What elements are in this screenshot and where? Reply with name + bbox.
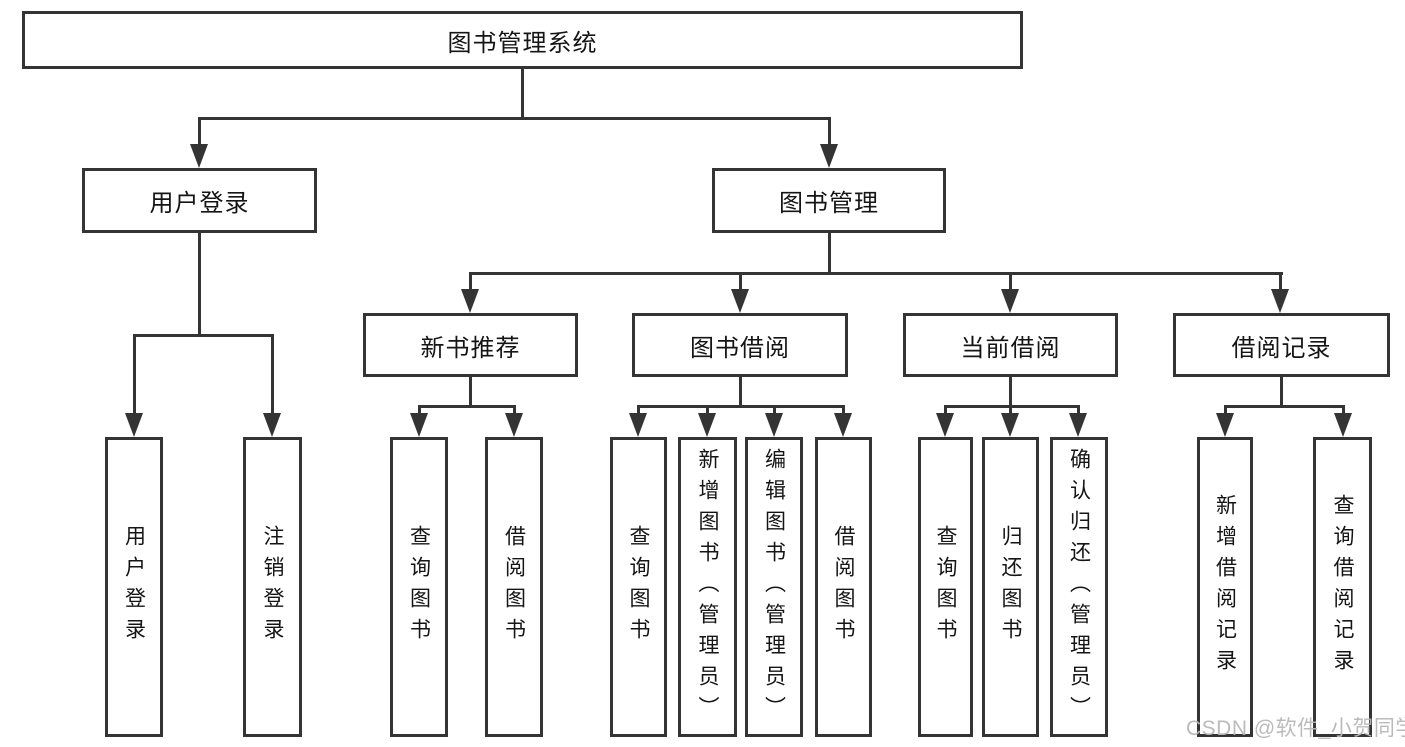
arrow-down-icon	[190, 144, 208, 168]
arrow-down-icon	[125, 413, 143, 437]
watermark-text: CSDN @软件_小贺同学	[1186, 717, 1405, 740]
leaf-cb-confirm-return-label: 确认归还（管理员）	[1067, 447, 1091, 727]
arrow-down-icon	[1334, 413, 1352, 437]
connector-line	[636, 405, 845, 408]
connector-line	[1008, 377, 1012, 408]
connector-line	[132, 334, 136, 416]
leaf-user-login: 用户登录	[105, 437, 163, 737]
node-current-borrow-label: 当前借阅	[960, 334, 1061, 362]
connector-line	[1076, 405, 1080, 416]
node-library-management-system-label: 图书管理系统	[447, 29, 598, 57]
connector-line	[197, 233, 201, 337]
leaf-br-add-record: 新增借阅记录	[1197, 437, 1253, 737]
node-book-borrow: 图书借阅	[632, 313, 848, 377]
arrow-down-icon	[263, 413, 281, 437]
connector-line	[468, 272, 1283, 275]
arrow-down-icon	[461, 289, 479, 313]
leaf-nbr-query-books: 查询图书	[390, 437, 448, 737]
connector-line	[197, 117, 831, 120]
leaf-cb-return-books-label: 归还图书	[999, 525, 1022, 649]
connector-line	[417, 405, 421, 416]
arrow-down-icon	[1001, 289, 1019, 313]
node-borrow-records-label: 借阅记录	[1231, 334, 1332, 362]
arrow-down-icon	[765, 413, 783, 437]
arrow-down-icon	[1216, 413, 1234, 437]
arrow-down-icon	[1271, 289, 1289, 313]
connector-line	[705, 405, 709, 416]
node-new-book-recommend: 新书推荐	[363, 313, 578, 377]
connector-line	[1223, 405, 1345, 408]
leaf-bb-query-books-label: 查询图书	[627, 525, 650, 649]
arrow-down-icon	[1001, 413, 1019, 437]
leaf-bb-add-books-label: 新增图书（管理员）	[696, 447, 719, 727]
node-book-management: 图书管理	[712, 168, 946, 233]
node-book-borrow-label: 图书借阅	[690, 334, 790, 362]
leaf-cb-query-books: 查询图书	[918, 437, 973, 737]
connector-line	[197, 117, 201, 147]
connector-line	[738, 272, 742, 292]
connector-line	[132, 334, 274, 337]
leaf-br-query-record: 查询借阅记录	[1313, 437, 1372, 737]
connector-line	[827, 117, 831, 147]
node-user-login: 用户登录	[82, 168, 317, 233]
leaf-cb-query-books-label: 查询图书	[934, 525, 957, 649]
node-current-borrow: 当前借阅	[903, 313, 1118, 377]
leaf-bb-borrow-books: 借阅图书	[815, 437, 872, 737]
arrow-down-icon	[698, 413, 716, 437]
leaf-logout-label: 注销登录	[261, 525, 284, 649]
node-user-login-label: 用户登录	[149, 190, 250, 217]
leaf-logout: 注销登录	[243, 437, 302, 737]
leaf-bb-edit-books-label: 编辑图书（管理员）	[762, 447, 786, 727]
connector-line	[943, 405, 947, 416]
connector-line	[738, 377, 742, 408]
connector-line	[636, 405, 640, 416]
connector-line	[417, 405, 516, 408]
node-book-management-label: 图书管理	[779, 190, 879, 217]
connector-line	[943, 405, 1080, 408]
connector-line	[468, 377, 472, 408]
connector-line	[1223, 405, 1227, 416]
leaf-user-login-label: 用户登录	[122, 525, 146, 649]
leaf-bb-query-books: 查询图书	[610, 437, 667, 737]
leaf-bb-borrow-books-label: 借阅图书	[832, 525, 855, 649]
leaf-br-add-record-label: 新增借阅记录	[1213, 494, 1237, 680]
arrow-down-icon	[629, 413, 647, 437]
arrow-down-icon	[936, 413, 954, 437]
leaf-bb-edit-books: 编辑图书（管理员）	[745, 437, 803, 737]
connector-line	[468, 272, 472, 292]
connector-line	[1279, 377, 1283, 408]
connector-line	[1008, 272, 1012, 292]
connector-line	[512, 405, 516, 416]
arrow-down-icon	[505, 413, 523, 437]
arrow-down-icon	[731, 289, 749, 313]
connector-line	[827, 233, 831, 275]
arrow-down-icon	[834, 413, 852, 437]
leaf-cb-confirm-return: 确认归还（管理员）	[1050, 437, 1108, 737]
leaf-bb-add-books: 新增图书（管理员）	[678, 437, 737, 737]
node-library-management-system: 图书管理系统	[22, 11, 1023, 69]
leaf-nbr-borrow-books: 借阅图书	[485, 437, 543, 737]
connector-line	[772, 405, 776, 416]
leaf-br-query-record-label: 查询借阅记录	[1331, 494, 1354, 680]
connector-line	[841, 405, 845, 416]
leaf-nbr-query-books-label: 查询图书	[407, 525, 431, 649]
leaf-cb-return-books: 归还图书	[982, 437, 1039, 737]
arrow-down-icon	[410, 413, 428, 437]
connector-line	[520, 69, 524, 120]
leaf-nbr-borrow-books-label: 借阅图书	[502, 525, 526, 649]
connector-line	[1008, 405, 1012, 416]
connector-line	[270, 334, 274, 416]
connector-line	[1278, 272, 1282, 292]
node-borrow-records: 借阅记录	[1173, 313, 1390, 377]
connector-line	[1341, 405, 1345, 416]
arrow-down-icon	[1069, 413, 1087, 437]
arrow-down-icon	[820, 144, 838, 168]
node-new-book-recommend-label: 新书推荐	[420, 334, 521, 362]
